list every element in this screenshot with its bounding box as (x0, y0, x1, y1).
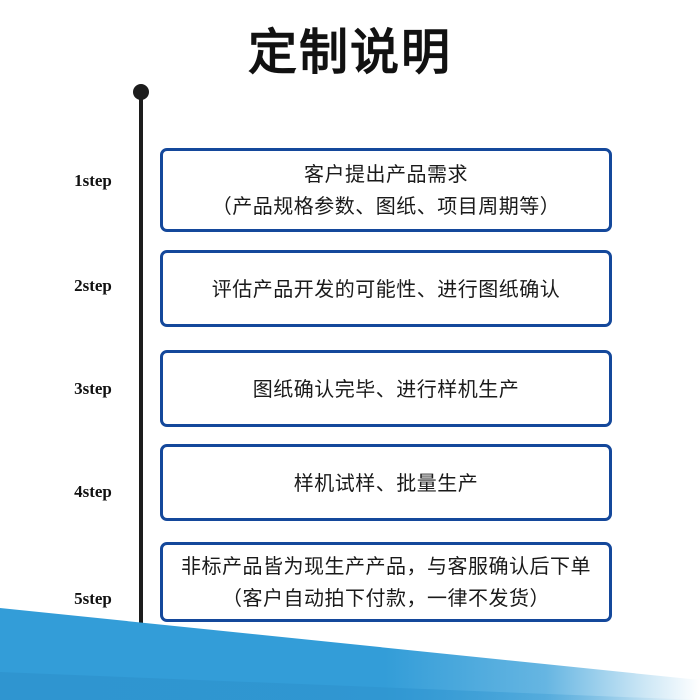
step-label-5: 5step (74, 589, 112, 608)
step-label-3: 3step (74, 379, 112, 398)
step-text-3-line-1: 图纸确认完毕、进行样机生产 (252, 376, 520, 401)
step-text-4-line-1: 样机试样、批量生产 (293, 470, 479, 495)
step-text-1-line-1: 客户提出产品需求 (304, 162, 468, 186)
timeline-arrow (126, 84, 156, 672)
step-box-1[interactable]: 客户提出产品需求 （产品规格参数、图纸、项目周期等） (160, 148, 612, 232)
step-label-2: 2step (74, 276, 112, 295)
step-text-5-line-1: 非标产品皆为现生产产品，与客服确认后下单 (181, 554, 591, 578)
step-text-2-line-1: 评估产品开发的可能性、进行图纸确认 (211, 276, 561, 301)
step-box-4[interactable]: 样机试样、批量生产 (160, 444, 612, 521)
page-title: 定制说明 (247, 24, 452, 81)
step-box-5[interactable]: 非标产品皆为现生产产品，与客服确认后下单 （客户自动拍下付款，一律不发货） (160, 542, 612, 622)
step-text-5-line-2: （客户自动拍下付款，一律不发货） (222, 586, 550, 610)
step-label-1: 1step (74, 171, 112, 190)
step-label-4: 4step (74, 482, 112, 501)
timeline-line (139, 92, 143, 652)
timeline-arrowhead-icon (132, 646, 150, 668)
step-box-3[interactable]: 图纸确认完毕、进行样机生产 (160, 350, 612, 427)
step-text-1-line-2: （产品规格参数、图纸、项目周期等） (211, 194, 561, 218)
step-box-2[interactable]: 评估产品开发的可能性、进行图纸确认 (160, 250, 612, 327)
